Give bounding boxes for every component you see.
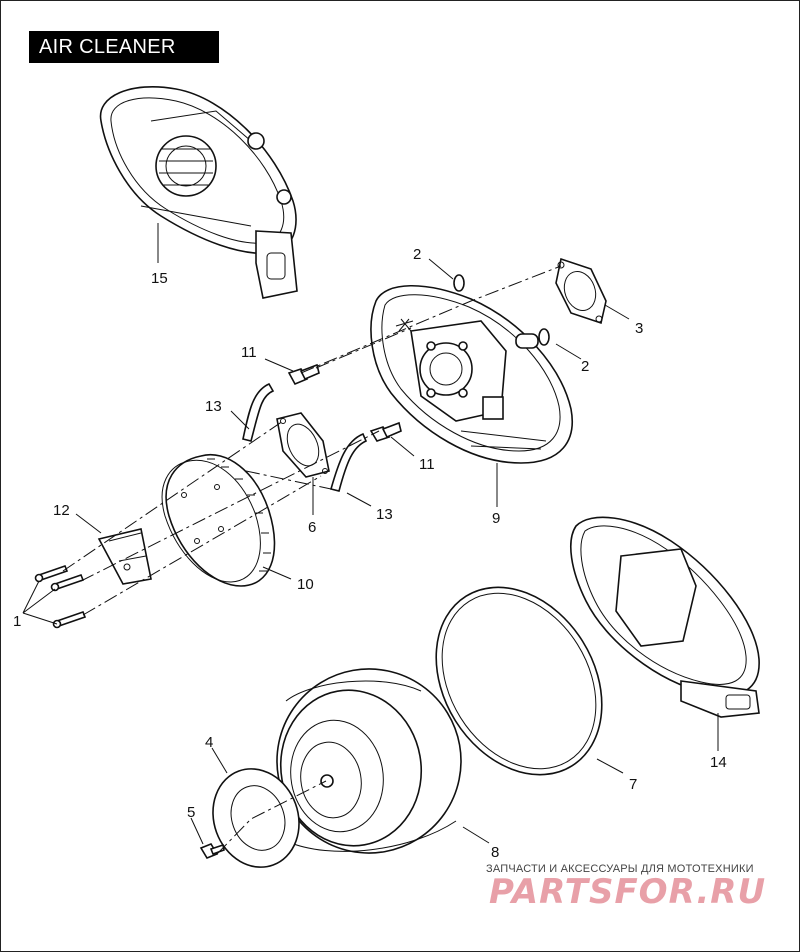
callout-13-lower: 13 bbox=[376, 506, 393, 523]
callout-12: 12 bbox=[53, 502, 70, 519]
leader-lines bbox=[22, 223, 719, 845]
callout-labels: 15 2 2 3 11 11 13 13 6 9 12 10 1 14 7 8 … bbox=[13, 246, 727, 861]
callout-4: 4 bbox=[205, 734, 213, 751]
part-13-hose-lower bbox=[330, 432, 368, 492]
part-7-seal-ring bbox=[435, 586, 603, 776]
part-12-bracket bbox=[97, 528, 152, 585]
diagram-title: AIR CLEANER bbox=[29, 31, 219, 63]
callout-13-upper: 13 bbox=[205, 398, 222, 415]
part-11-breather-bolt-upper bbox=[287, 363, 320, 386]
callout-14: 14 bbox=[710, 754, 727, 771]
watermark-tagline: ЗАПЧАСТИ И АКСЕССУАРЫ ДЛЯ МОТОТЕХНИКИ bbox=[486, 863, 754, 875]
part-6-gasket bbox=[276, 412, 330, 478]
watermark: ЗАПЧАСТИ И АКСЕССУАРЫ ДЛЯ МОТОТЕХНИКИ PA… bbox=[486, 863, 766, 912]
part-4-trim-ring bbox=[212, 768, 300, 868]
part-15-backplate bbox=[99, 86, 298, 299]
part-14-backplate bbox=[570, 516, 760, 718]
callout-11-lower: 11 bbox=[419, 456, 435, 473]
callout-2-top: 2 bbox=[413, 246, 421, 263]
part-11-breather-bolt-lower bbox=[369, 421, 402, 442]
part-9-backplate-assembly bbox=[370, 284, 573, 464]
callout-15: 15 bbox=[151, 270, 168, 287]
part-8-cover bbox=[276, 668, 462, 854]
part-13-hose-upper bbox=[242, 382, 275, 442]
callout-2-right: 2 bbox=[581, 358, 589, 375]
callout-11-upper: 11 bbox=[241, 344, 257, 361]
callout-7: 7 bbox=[629, 776, 637, 793]
callout-10: 10 bbox=[297, 576, 314, 593]
callout-6: 6 bbox=[308, 519, 316, 536]
part-1-screws bbox=[34, 564, 87, 629]
callout-1: 1 bbox=[13, 613, 21, 630]
part-10-filter-element bbox=[161, 454, 276, 587]
callout-5: 5 bbox=[187, 804, 195, 821]
part-3-gasket bbox=[555, 257, 607, 325]
part-2-o-ring-top bbox=[453, 274, 465, 292]
assembly-centerlines bbox=[62, 265, 562, 855]
callout-9: 9 bbox=[492, 510, 500, 527]
watermark-brand: PARTSFOR.RU bbox=[489, 872, 766, 912]
callout-8: 8 bbox=[491, 844, 499, 861]
part-5-screw bbox=[199, 843, 225, 859]
callout-3: 3 bbox=[635, 320, 643, 337]
part-2-o-ring-right bbox=[538, 328, 550, 346]
